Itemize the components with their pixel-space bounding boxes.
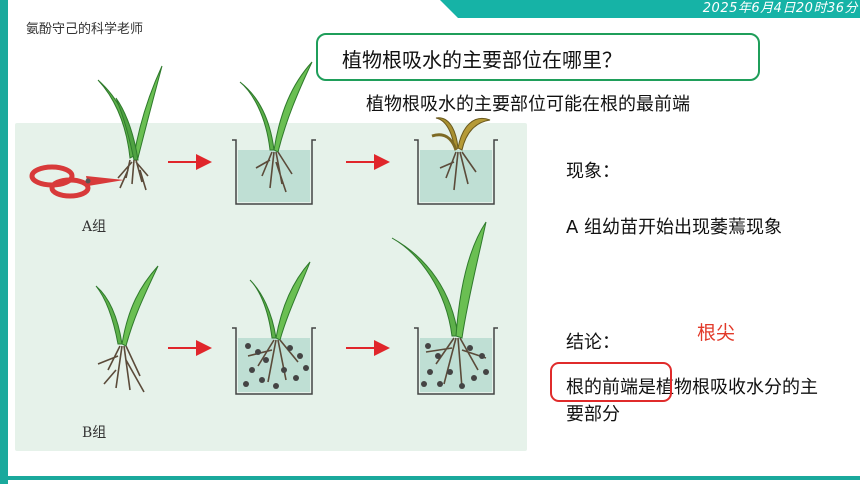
datetime-label: 2025年6月4日20时36分 [702, 1, 858, 16]
answer-text: 根尖 [697, 322, 736, 344]
conclusion-text: 根的前端是植物根吸收水分的主要部分 [566, 377, 818, 425]
bottom-accent-line [0, 476, 860, 480]
watermark-text: 氨酚守己的科学老师 [26, 22, 144, 37]
question-box: 植物根吸水的主要部位在哪里？ [316, 33, 760, 81]
experiment-panel [15, 123, 527, 451]
observation-text: A 组幼苗开始出现萎蔫现象 [566, 217, 783, 238]
group-b-label: B组 [82, 425, 107, 441]
group-a-label: A组 [82, 219, 107, 235]
conclusion-label: 结论： [566, 332, 620, 353]
observation-label: 现象： [566, 161, 620, 182]
hypothesis-text: 植物根吸水的主要部位可能在根的最前端 [366, 94, 690, 115]
header-band-wedge [440, 0, 458, 18]
left-accent-bar [0, 0, 8, 484]
question-text: 植物根吸水的主要部位在哪里？ [342, 48, 622, 72]
header-band [458, 0, 860, 18]
highlight-box [550, 362, 672, 402]
